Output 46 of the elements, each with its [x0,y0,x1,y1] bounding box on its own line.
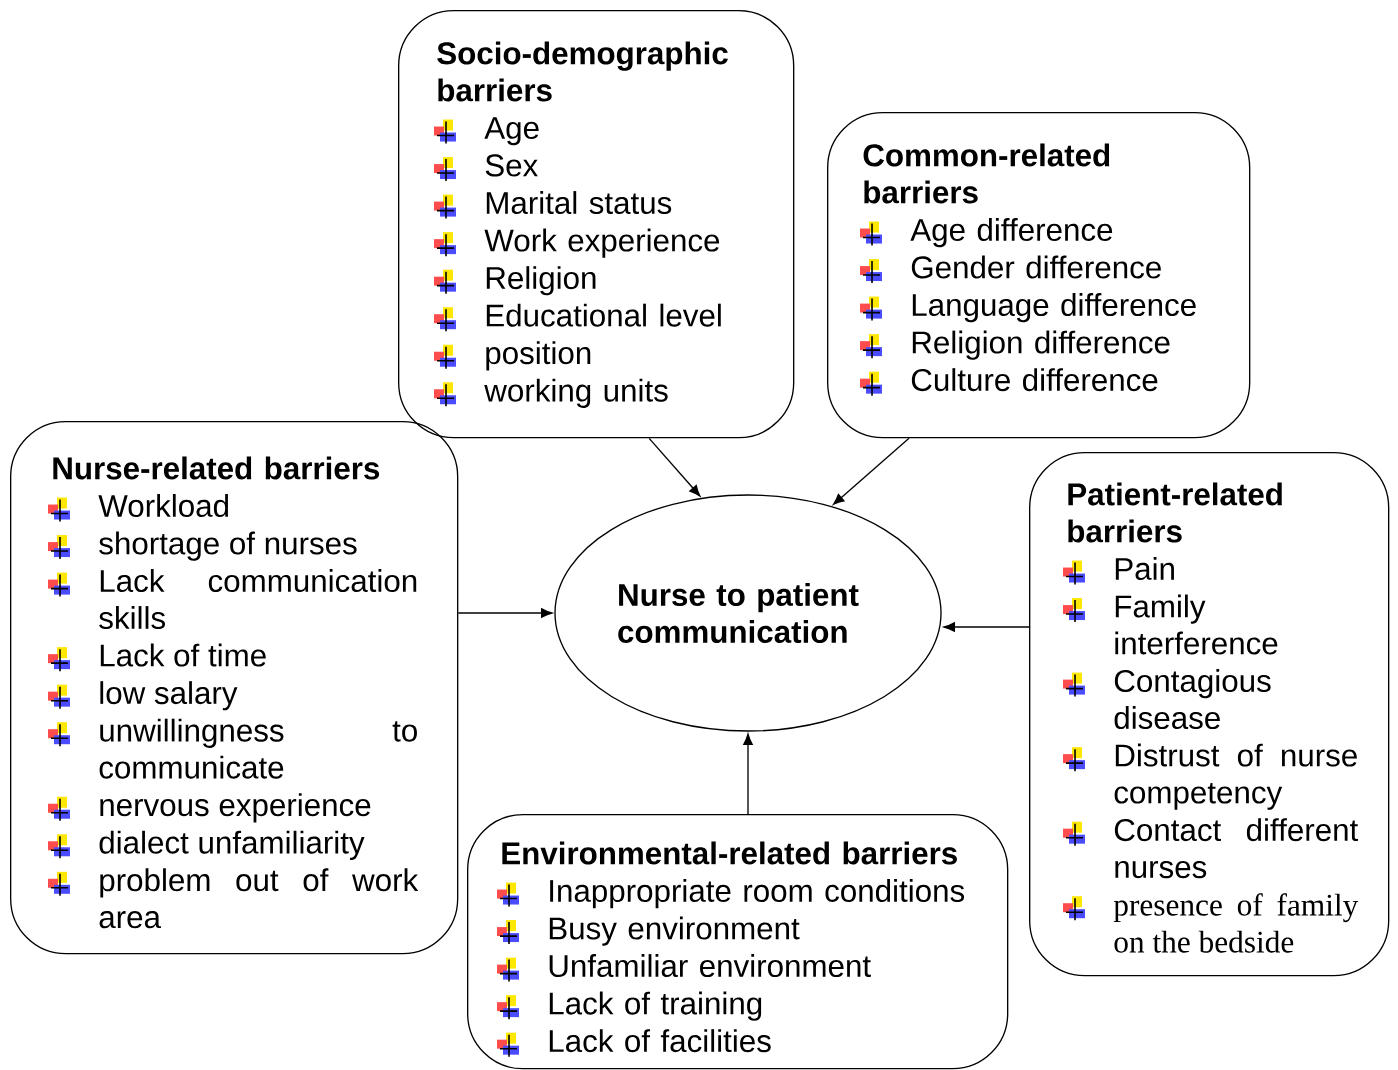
list-item: Religion [486,266,596,296]
list-item: Educational level [486,303,721,327]
list-item: presence of family on the bedside [1113,893,1359,953]
list-item: Lack communication skills [99,569,417,630]
list-item: Age difference [910,218,1113,248]
list-item: Gender difference [911,255,1161,279]
barrier-box [827,112,1251,439]
list-item: low salary [100,681,238,711]
list-item: Culture difference [911,368,1158,392]
list-item: Distrust of nurse competency [1114,743,1357,810]
list-item: Age [484,117,539,146]
barrier-box [467,814,1009,1070]
list-item: Language difference [912,293,1196,323]
list-item: shortage of nurses [99,531,357,561]
arrow [743,733,753,815]
list-item: Workload [98,494,228,517]
box-heading: Common-related barriers [863,143,1110,204]
list-item: Lack of facilities [549,1029,771,1053]
list-item: Family interference [1115,594,1278,655]
list-item: dialect unfamiliarity [99,830,365,860]
list-item: Religion difference [912,330,1170,360]
list-item: Marital status [486,191,672,215]
box-heading: Environmental-related barriers [502,841,957,865]
list-item: problem out of work area [99,868,419,929]
barrier-box [1029,452,1390,977]
box-heading: Nurse-related barriers [53,456,380,480]
list-item: position [486,341,591,371]
list-item: Sex [485,154,538,177]
arrow [943,622,1030,632]
list-item: Pain [1115,557,1174,580]
barrier-box [398,10,795,439]
list-item: Lack of time [100,643,266,667]
list-item: Lack of training [549,991,762,1021]
arrow [648,437,701,497]
list-item: Busy environment [549,916,800,946]
box-heading: Patient-related barriers [1068,482,1282,543]
list-item: Inappropriate room conditions [550,879,965,909]
list-item: working units [484,378,668,408]
arrow [457,608,553,618]
arrow [832,437,910,505]
list-item: Unfamiliar environment [549,954,871,978]
list-item: Contagious disease [1114,669,1271,730]
list-item: Work experience [484,228,720,258]
box-heading: Socio-demographic barriers [437,41,728,102]
barrier-box [10,421,459,955]
list-item: nervous experience [100,793,371,823]
